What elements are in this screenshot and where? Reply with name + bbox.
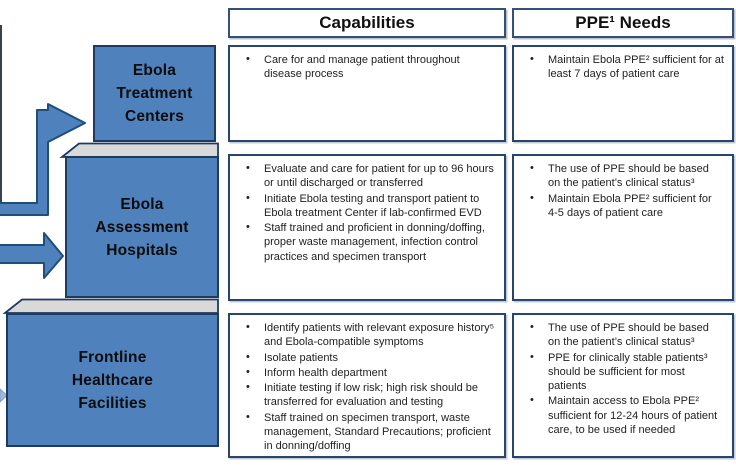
tier-box-ebola-treatment-centers: Ebola Treatment Centers [93,45,216,142]
bullet-item: Maintain Ebola PPE² sufficient for 4-5 d… [528,191,724,221]
bullet-item: Initiate Ebola testing and transport pat… [244,191,496,221]
ppe-needs-list: The use of PPE should be based on the pa… [514,156,732,225]
bullet-item: Isolate patients [244,350,496,365]
ppe-needs-box-treatment-centers: Maintain Ebola PPE² sufficient for at le… [512,45,734,142]
tier-label-line: Assessment [95,218,189,236]
ppe-needs-list: The use of PPE should be based on the pa… [514,315,732,442]
bullet-item: PPE for clinically stable patients³ shou… [528,350,724,394]
bullet-item: Initiate testing if low risk; high risk … [244,380,496,410]
capabilities-header-label: Capabilities [319,13,415,32]
tier-box-frontline-healthcare-facilities: Frontline Healthcare Facilities [6,313,219,447]
column-header-capabilities: Capabilities [228,8,506,38]
elbow-arrow-to-treatment-icon [0,103,86,216]
bullet-item: Staff trained on specimen transport, was… [244,410,496,454]
tier-label-line: Treatment [116,85,193,102]
ppe-needs-box-assessment-hospitals: The use of PPE should be based on the pa… [512,154,734,301]
bullet-item: The use of PPE should be based on the pa… [528,320,724,350]
bullet-item: Care for and manage patient throughout d… [244,52,496,82]
tier-label-line: Centers [124,108,185,125]
column-header-ppe-needs: PPE¹ Needs [512,8,734,38]
bullet-item: The use of PPE should be based on the pa… [528,161,724,191]
capabilities-box-treatment-centers: Care for and manage patient throughout d… [228,45,506,142]
bullet-item: Evaluate and care for patient for up to … [244,161,496,191]
capabilities-list: Identify patients with relevant exposure… [230,315,504,459]
capabilities-list: Care for and manage patient throughout d… [230,47,504,87]
stair-tread-lower [2,298,219,314]
capabilities-list: Evaluate and care for patient for up to … [230,156,504,269]
block-arrow-to-assessment-icon [0,232,64,279]
bullet-item: Maintain Ebola PPE² sufficient for at le… [528,52,724,82]
tier-label-line: Frontline [78,348,147,366]
capabilities-box-assessment-hospitals: Evaluate and care for patient for up to … [228,154,506,301]
tier-label-line: Facilities [78,394,147,412]
stair-tread-upper [59,142,219,158]
tier-label-line: Healthcare [71,371,154,389]
bullet-item: Inform health department [244,365,496,380]
tier-box-ebola-assessment-hospitals: Ebola Assessment Hospitals [65,156,219,298]
ppe-needs-box-frontline-facilities: The use of PPE should be based on the pa… [512,313,734,458]
bullet-item: Identify patients with relevant exposure… [244,320,496,350]
small-arrow-to-frontline-icon [0,388,8,403]
bullet-item: Staff trained and proficient in donning/… [244,220,496,264]
tier-label-line: Ebola [132,62,177,79]
ppe-needs-header-label: PPE¹ Needs [575,13,671,32]
capabilities-box-frontline-facilities: Identify patients with relevant exposure… [228,313,506,458]
tier-label-line: Hospitals [106,241,178,259]
ppe-needs-list: Maintain Ebola PPE² sufficient for at le… [514,47,732,87]
bullet-item: Maintain access to Ebola PPE² sufficient… [528,393,724,437]
tier-label-line: Ebola [120,195,164,213]
